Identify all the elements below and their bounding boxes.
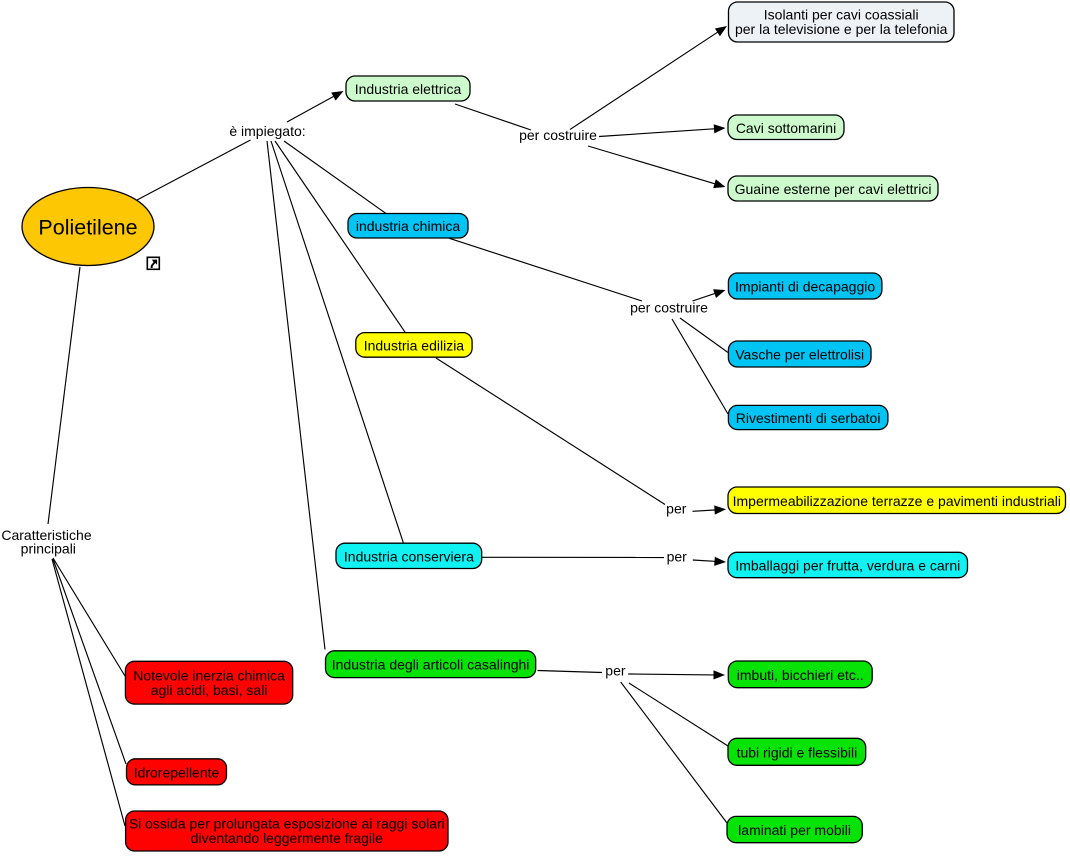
svg-text:diventando leggermente fragile: diventando leggermente fragile bbox=[191, 830, 383, 846]
svg-text:Guaine esterne per cavi elettr: Guaine esterne per cavi elettrici bbox=[735, 181, 932, 197]
svg-text:Polietilene: Polietilene bbox=[38, 215, 137, 239]
svg-text:imbuti, bicchieri etc..: imbuti, bicchieri etc.. bbox=[737, 667, 864, 683]
svg-text:Imballaggi per frutta, verdura: Imballaggi per frutta, verdura e carni bbox=[735, 558, 960, 574]
svg-text:per costruire: per costruire bbox=[630, 300, 708, 316]
svg-text:Impermeabilizzazione terrazze: Impermeabilizzazione terrazze e paviment… bbox=[733, 493, 1061, 509]
svg-text:Cavi sottomarini: Cavi sottomarini bbox=[736, 120, 836, 136]
svg-text:Vasche per elettrolisi: Vasche per elettrolisi bbox=[735, 347, 864, 363]
svg-text:è impiegato:: è impiegato: bbox=[229, 123, 305, 139]
svg-text:per: per bbox=[605, 662, 626, 678]
svg-text:Idrorepellente: Idrorepellente bbox=[134, 764, 220, 780]
svg-text:laminati per mobili: laminati per mobili bbox=[738, 822, 851, 838]
svg-text:agli acidi, basi, sali: agli acidi, basi, sali bbox=[151, 682, 268, 698]
svg-text:per: per bbox=[667, 549, 688, 565]
svg-text:per la televisione e per la te: per la televisione e per la telefonia bbox=[735, 21, 948, 37]
svg-text:tubi rigidi e flessibili: tubi rigidi e flessibili bbox=[737, 744, 858, 760]
svg-text:Rivestimenti di serbatoi: Rivestimenti di serbatoi bbox=[736, 410, 881, 426]
svg-text:Impianti di decapaggio: Impianti di decapaggio bbox=[735, 279, 875, 295]
svg-text:industria chimica: industria chimica bbox=[356, 218, 460, 234]
svg-text:principali: principali bbox=[21, 541, 76, 557]
svg-text:Industria conserviera: Industria conserviera bbox=[344, 548, 474, 564]
svg-text:Industria edilizia: Industria edilizia bbox=[364, 337, 465, 353]
svg-text:Industria degli articoli casal: Industria degli articoli casalinghi bbox=[332, 657, 530, 673]
svg-text:per costruire: per costruire bbox=[519, 127, 597, 143]
svg-text:Industria elettrica: Industria elettrica bbox=[355, 81, 462, 97]
svg-text:per: per bbox=[666, 500, 687, 516]
